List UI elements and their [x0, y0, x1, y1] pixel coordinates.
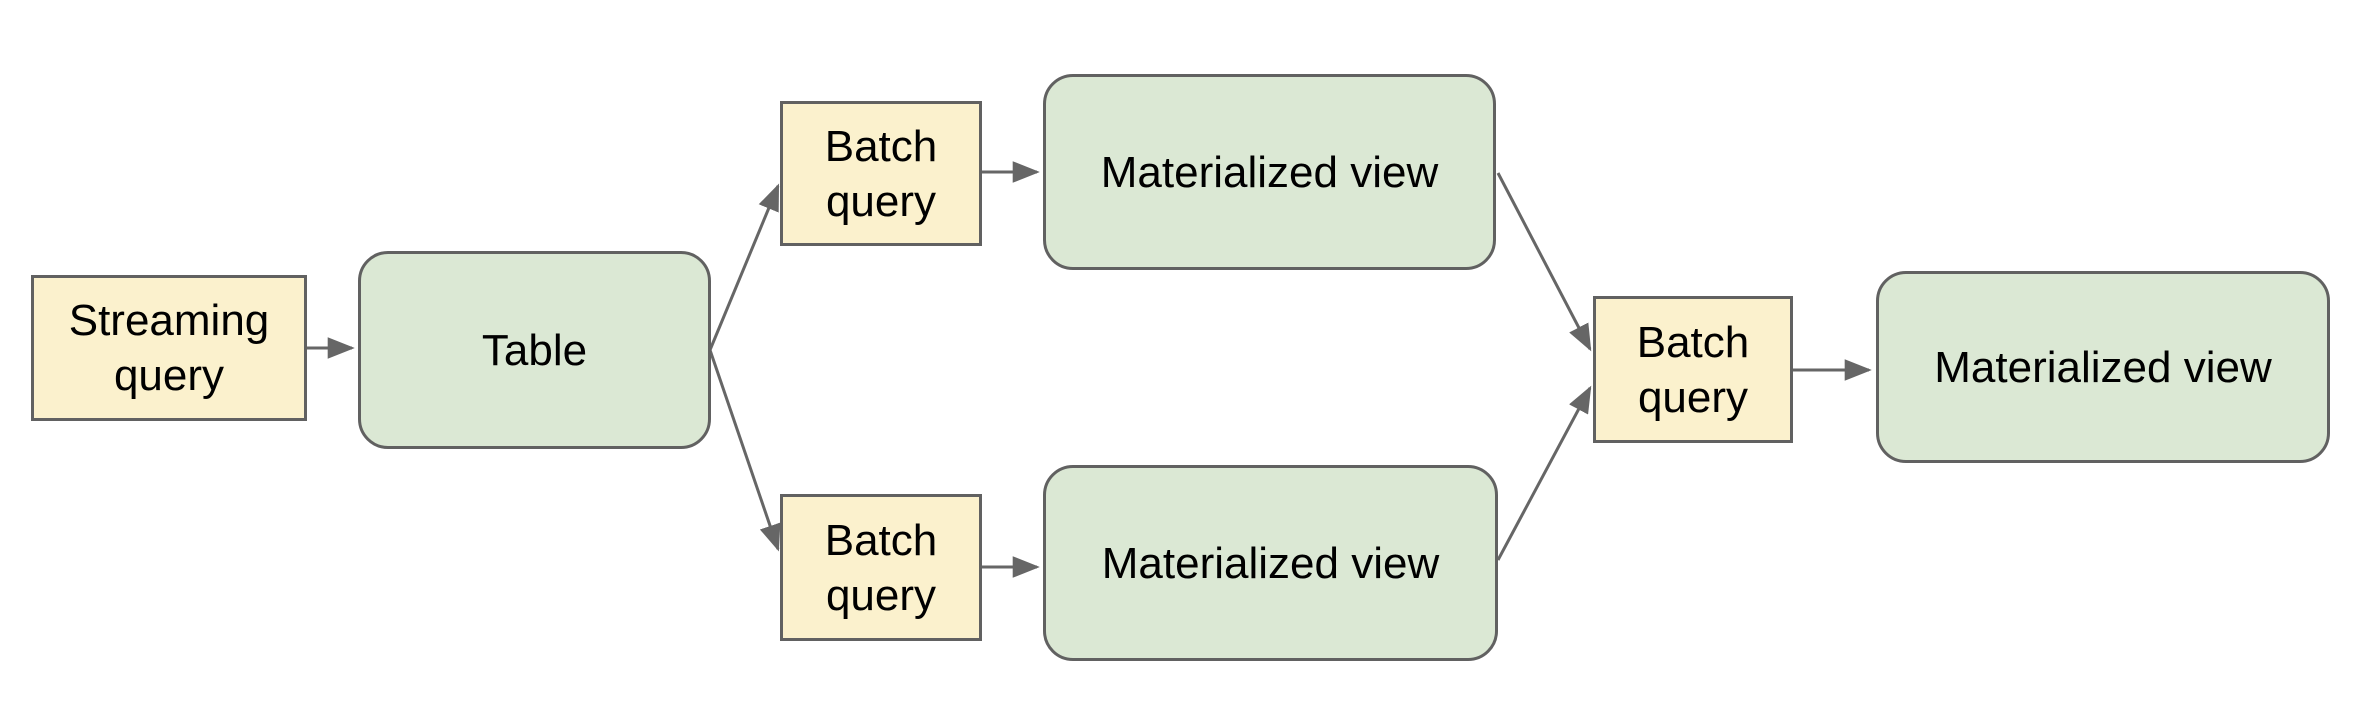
node-materialized-view-bottom-label: Materialized view	[1101, 538, 1440, 588]
arrow-materialized-view-bottom-to-batch-query-final	[1496, 385, 1592, 561]
arrow-table-to-batch-query-top	[708, 183, 780, 351]
node-table-label: Table	[481, 325, 588, 375]
node-batch-query-top: Batch query	[780, 101, 982, 246]
node-table: Table	[358, 251, 711, 449]
node-materialized-view-bottom: Materialized view	[1043, 465, 1498, 661]
node-batch-query-bottom: Batch query	[780, 494, 982, 641]
node-batch-query-final: Batch query	[1593, 296, 1793, 443]
node-materialized-view-top: Materialized view	[1043, 74, 1496, 270]
node-materialized-view-final: Materialized view	[1876, 271, 2330, 463]
node-streaming-query-label: Streaming query	[68, 296, 270, 400]
arrow-materialized-view-top-to-batch-query-final	[1496, 172, 1592, 352]
node-batch-query-final-label: Batch query	[1636, 317, 1750, 422]
node-streaming-query: Streaming query	[31, 275, 307, 421]
node-materialized-view-final-label: Materialized view	[1934, 342, 2272, 392]
arrow-table-to-batch-query-bottom	[708, 349, 781, 552]
node-batch-query-top-label: Batch query	[824, 121, 938, 226]
node-materialized-view-top-label: Materialized view	[1100, 147, 1439, 197]
node-batch-query-bottom-label: Batch query	[824, 515, 938, 620]
